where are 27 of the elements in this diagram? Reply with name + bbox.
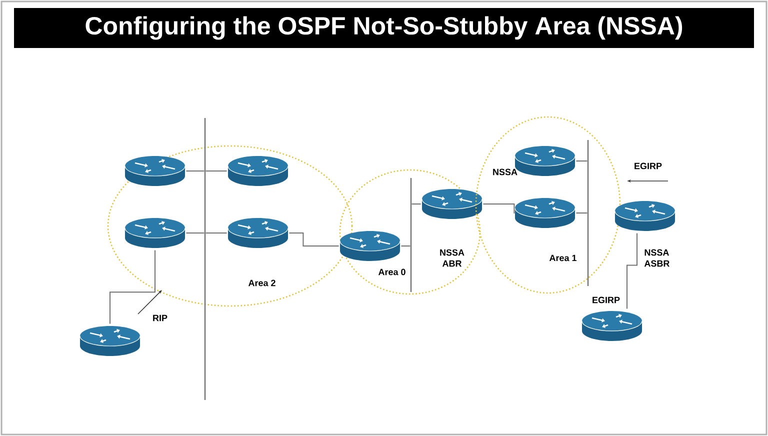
router-label: NSSA ABR — [440, 249, 464, 267]
router-label: EGIRP — [592, 296, 620, 304]
network-link — [288, 232, 340, 246]
area-label: NSSA — [493, 168, 518, 176]
network-link — [186, 170, 205, 172]
router-icon — [124, 156, 186, 186]
network-link — [205, 232, 228, 234]
protocol-label: RIP — [153, 314, 168, 322]
router-icon — [124, 218, 186, 248]
network-link — [205, 170, 228, 172]
title-banner: Configuring the OSPF Not-So-Stubby Area (NSSA) — [14, 8, 754, 48]
network-link — [110, 250, 156, 324]
router-icon — [340, 231, 400, 261]
router-label: NSSA ASBR — [644, 249, 670, 267]
router-icon — [514, 198, 576, 228]
network-link — [576, 212, 588, 214]
area-label: Area 2 — [248, 280, 276, 286]
router-icon — [228, 218, 288, 248]
area-label: Area 0 — [378, 268, 406, 276]
router-icon — [80, 326, 140, 356]
router-icon — [228, 156, 288, 186]
area-label: Area 1 — [549, 254, 576, 262]
network-link — [482, 204, 515, 214]
network-link — [626, 232, 638, 310]
protocol-label: EGIRP — [634, 162, 662, 170]
network-link — [186, 232, 205, 234]
network-link — [576, 160, 588, 162]
